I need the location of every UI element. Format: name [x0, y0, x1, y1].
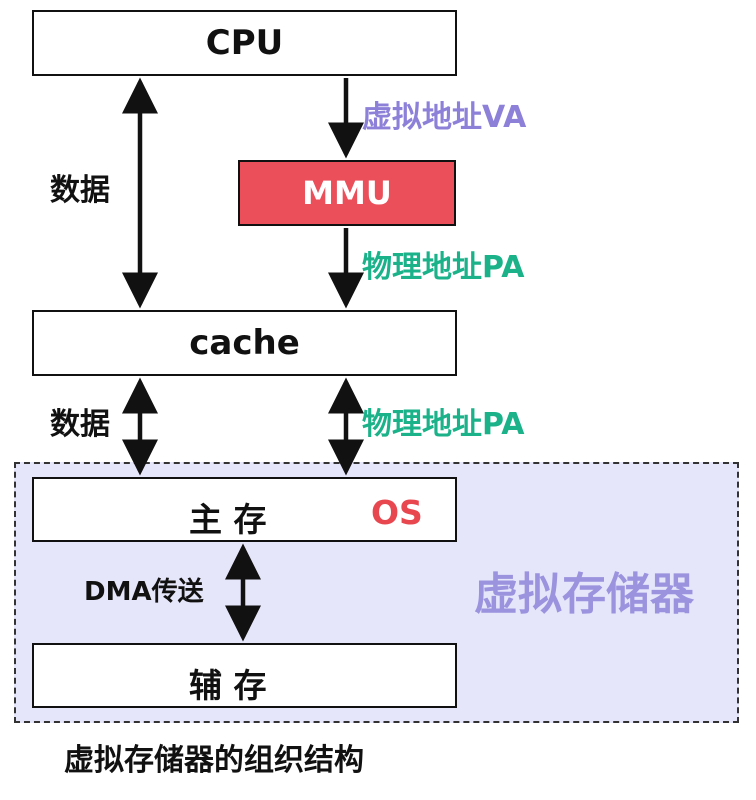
data-label-lower: 数据	[50, 407, 110, 442]
virtual-memory-label: 虚拟存储器	[474, 569, 694, 620]
cache-box: cache	[32, 310, 457, 376]
diagram-caption: 虚拟存储器的组织结构	[64, 743, 364, 778]
aux-memory-label: 辅 存	[189, 666, 267, 705]
dma-label: DMA传送	[84, 577, 204, 607]
main-memory-label: 主 存	[189, 500, 267, 539]
cache-label: cache	[189, 323, 300, 363]
va-label: 虚拟地址VA	[362, 100, 527, 135]
cpu-label: CPU	[205, 23, 284, 63]
main-memory-box: 主 存 OS	[32, 477, 457, 542]
os-label: OS	[371, 493, 423, 532]
aux-memory-box: 辅 存	[32, 643, 457, 708]
pa-label-upper: 物理地址PA	[362, 250, 525, 285]
mmu-box: MMU	[238, 160, 456, 226]
pa-label-lower: 物理地址PA	[362, 407, 525, 442]
data-label-upper: 数据	[50, 173, 110, 208]
mmu-label: MMU	[302, 174, 392, 212]
cpu-box: CPU	[32, 10, 457, 76]
